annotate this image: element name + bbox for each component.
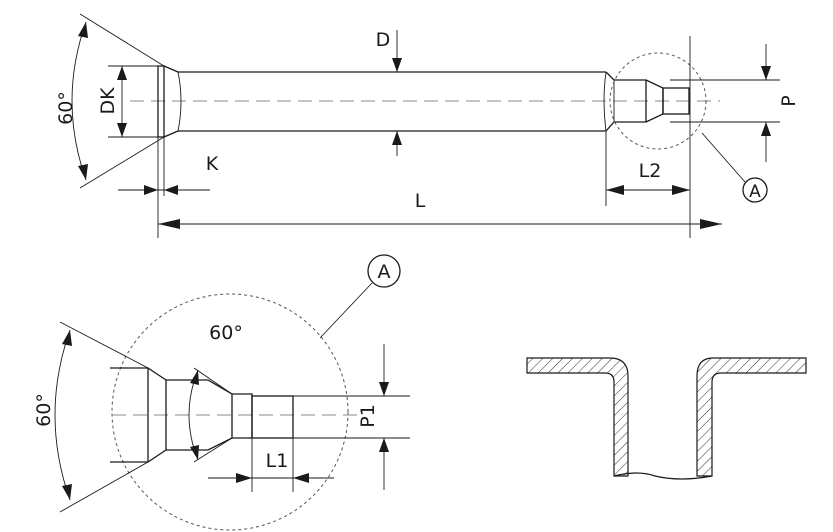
detail-circle-marker bbox=[609, 52, 707, 150]
angle-ext-bottom bbox=[79, 136, 165, 189]
detail-inner-ext-top bbox=[193, 367, 233, 395]
rivet-tip-pin bbox=[662, 87, 690, 115]
k-label: K bbox=[206, 153, 219, 175]
dk-arrow-bottom bbox=[117, 123, 127, 137]
detail-ref-bubble bbox=[742, 177, 768, 203]
l2-arrow-left bbox=[606, 185, 624, 195]
section-left-wall bbox=[526, 357, 629, 477]
d-label: D bbox=[376, 29, 391, 51]
angle-main-label: 60° bbox=[55, 91, 77, 125]
detail-title-leader bbox=[319, 282, 373, 339]
angle-arrow-top bbox=[78, 22, 88, 38]
d-arrow-top bbox=[392, 58, 402, 72]
p1-label: P1 bbox=[357, 404, 379, 428]
l2-arrow-right bbox=[672, 185, 690, 195]
detail-angle-left-arrow-top bbox=[62, 330, 72, 346]
p1-arrow-top bbox=[379, 382, 389, 396]
rivet-main-view: A 60° DK D K L bbox=[55, 13, 800, 238]
l2-label: L2 bbox=[639, 160, 662, 182]
detail-ref-label: A bbox=[749, 182, 761, 202]
angle-ext-top bbox=[79, 13, 165, 67]
detail-tip-pin bbox=[251, 395, 294, 439]
l-arrow-left bbox=[158, 219, 180, 229]
p-arrow-bottom bbox=[761, 122, 771, 136]
detail-angle-left-label: 60° bbox=[33, 393, 55, 427]
d-arrow-bottom bbox=[392, 131, 402, 145]
k-arrow-left bbox=[144, 185, 158, 195]
detail-circle bbox=[111, 293, 349, 531]
detail-title-bubble bbox=[367, 254, 401, 288]
l-label: L bbox=[415, 190, 426, 212]
detail-title-label: A bbox=[378, 261, 391, 283]
l1-arrow-right bbox=[293, 473, 309, 483]
detail-angle-ext-bottom bbox=[59, 461, 149, 513]
p-label: P bbox=[778, 95, 800, 106]
dk-label: DK bbox=[97, 87, 119, 115]
k-arrow-right bbox=[164, 185, 178, 195]
section-right-wall bbox=[696, 357, 807, 477]
rivet-head bbox=[157, 65, 165, 138]
rivet-countersink bbox=[163, 65, 179, 138]
dk-arrow-top bbox=[117, 66, 127, 80]
detail-inner-ext-bottom bbox=[193, 437, 233, 463]
l-arrow-right bbox=[700, 219, 722, 229]
p1-arrow-bottom bbox=[379, 438, 389, 452]
section-break-line bbox=[613, 472, 713, 480]
angle-arc-main bbox=[71, 21, 87, 181]
angle-arrow-bottom bbox=[78, 164, 88, 180]
rivet-shaft-end-curve bbox=[603, 71, 607, 132]
detail-angle-top-arrow-1 bbox=[190, 370, 199, 385]
p-arrow-top bbox=[761, 66, 771, 80]
detail-view-a: A 60° 60° P1 bbox=[33, 254, 410, 531]
detail-angle-top-arrow-2 bbox=[190, 445, 199, 460]
detail-angle-arc-left bbox=[54, 329, 71, 501]
detail-angle-top-label: 60° bbox=[209, 322, 243, 344]
rivet-tip-body bbox=[605, 71, 647, 132]
detail-angle-left-arrow-bottom bbox=[62, 484, 72, 500]
l1-arrow-left bbox=[236, 473, 252, 483]
detail-angle-ext-top bbox=[59, 321, 149, 369]
l1-label: L1 bbox=[266, 450, 289, 472]
detail-leader bbox=[701, 132, 746, 183]
rivet-head-curve bbox=[177, 71, 182, 132]
section-view bbox=[526, 357, 807, 480]
